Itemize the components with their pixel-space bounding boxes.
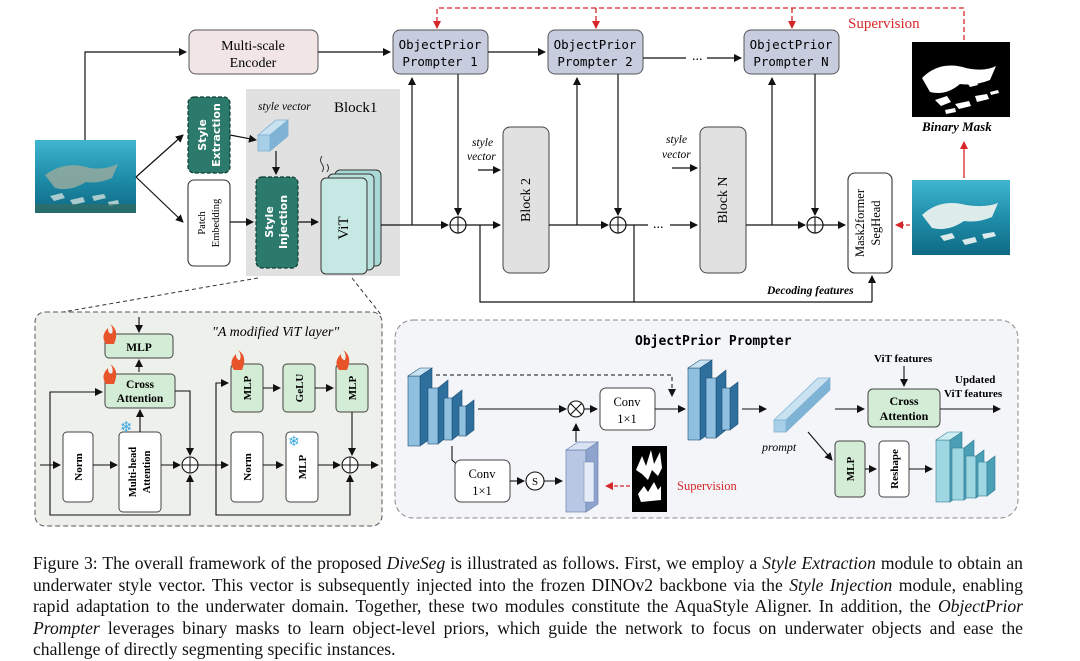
vit-layer-mlp-top-label: MLP bbox=[126, 342, 152, 354]
prompter-n: ObjectPrior Prompter N bbox=[743, 29, 840, 75]
figure-caption: Figure 3: The overall framework of the p… bbox=[33, 553, 1023, 659]
style-vector-label-2b: vector bbox=[467, 151, 496, 163]
binary-mask-label: Binary Mask bbox=[921, 119, 992, 134]
vit-label: ViT bbox=[336, 216, 352, 239]
style-vector-label-nb: vector bbox=[662, 149, 691, 161]
block2-label: Block 2 bbox=[519, 178, 534, 222]
svg-text:Prompter N: Prompter N bbox=[753, 54, 828, 69]
svg-text:ObjectPrior: ObjectPrior bbox=[750, 37, 833, 52]
svg-text:Norm: Norm bbox=[73, 453, 85, 481]
fire-icon bbox=[103, 364, 117, 384]
prompter-1: ObjectPrior Prompter 1 bbox=[392, 29, 489, 75]
vit-layer-mlp-frozen bbox=[285, 431, 319, 503]
fire-icon bbox=[231, 350, 245, 370]
prior-maps bbox=[564, 441, 600, 513]
style-injection-label-2: Injection bbox=[277, 195, 290, 249]
svg-text:Attention: Attention bbox=[117, 393, 164, 405]
fire-icon bbox=[103, 324, 117, 344]
patch-embedding-label-1: Patch bbox=[197, 211, 208, 235]
vit-layer-norm-2 bbox=[230, 431, 264, 503]
prompt-vector bbox=[773, 377, 831, 433]
style-vector-label-2a: style bbox=[472, 137, 493, 149]
supervision-label: Supervision bbox=[848, 16, 920, 32]
caption-figure-label: Figure 3: bbox=[33, 553, 98, 573]
multiscale-encoder-label-1: Multi-scale bbox=[221, 39, 285, 54]
block-ellipsis: ... bbox=[653, 217, 664, 232]
output-feature-maps bbox=[935, 431, 996, 503]
style-extraction-label-2: Extraction bbox=[210, 103, 223, 167]
decoding-features-label: Decoding features bbox=[766, 285, 854, 297]
caption-diveseg: DiveSeg bbox=[386, 553, 446, 573]
sigmoid-label: S bbox=[532, 476, 538, 488]
input-underwater-image bbox=[35, 140, 136, 213]
svg-text:MLP: MLP bbox=[242, 376, 254, 401]
supervision-lines bbox=[433, 7, 965, 40]
output-segmented-image bbox=[912, 180, 1010, 255]
vit-stack bbox=[320, 155, 382, 275]
vit-features-label: ViT features bbox=[874, 353, 933, 365]
style-extraction-box bbox=[187, 96, 231, 174]
svg-text:GeLU: GeLU bbox=[294, 374, 306, 403]
svg-text:1×1: 1×1 bbox=[472, 484, 492, 498]
blockN-box bbox=[699, 126, 747, 274]
prompter-supervision-label: Supervision bbox=[677, 479, 737, 493]
svg-text:Attention: Attention bbox=[142, 451, 153, 494]
svg-text:Cross: Cross bbox=[126, 379, 154, 391]
svg-text:MLP: MLP bbox=[845, 457, 857, 482]
mid-feature-maps bbox=[687, 359, 739, 441]
block1-label: Block1 bbox=[334, 100, 377, 116]
svg-text:Conv: Conv bbox=[613, 395, 641, 409]
block2-box bbox=[502, 126, 550, 274]
style-vector-bar bbox=[256, 119, 290, 152]
fire-icon bbox=[336, 350, 350, 370]
updated-label-1: Updated bbox=[955, 374, 995, 386]
svg-text:Reshape: Reshape bbox=[889, 449, 901, 489]
svg-text:1×1: 1×1 bbox=[617, 412, 637, 426]
svg-text:MLP: MLP bbox=[347, 376, 359, 401]
svg-text:Attention: Attention bbox=[880, 409, 929, 423]
svg-text:ObjectPrior: ObjectPrior bbox=[554, 37, 637, 52]
prompter-ellipsis: ... bbox=[692, 49, 703, 64]
style-vector-italic: style vector bbox=[258, 101, 311, 113]
snowflake-icon: ❄ bbox=[120, 418, 133, 436]
multiscale-encoder-label-2: Encoder bbox=[230, 56, 277, 71]
snowflake-icon: ❄ bbox=[288, 434, 300, 450]
svg-text:Prompter 2: Prompter 2 bbox=[557, 54, 632, 69]
patch-embedding-label-2: Embedding bbox=[211, 198, 222, 247]
framework-diagram: Supervision Binary Mask Multi-scale Enco… bbox=[34, 7, 1019, 527]
vit-layer-multihead-attention bbox=[118, 431, 162, 513]
binary-mask-image bbox=[912, 42, 1010, 117]
input-feature-maps bbox=[407, 367, 475, 447]
prompt-label: prompt bbox=[761, 440, 797, 454]
svg-text:MLP: MLP bbox=[297, 455, 309, 480]
prompter-cross-attention bbox=[867, 388, 941, 428]
svg-text:ObjectPrior: ObjectPrior bbox=[399, 37, 482, 52]
prompter-panel-title: ObjectPrior Prompter bbox=[635, 334, 792, 349]
seghead-box bbox=[847, 172, 893, 274]
svg-text:Multi-head: Multi-head bbox=[128, 447, 139, 497]
svg-text:Norm: Norm bbox=[242, 453, 254, 481]
style-vector-label-na: style bbox=[666, 134, 687, 146]
seghead-label-1: Mask2former bbox=[853, 188, 867, 257]
vit-layer-mlp-top bbox=[104, 333, 174, 359]
prompter-2: ObjectPrior Prompter 2 bbox=[547, 29, 644, 75]
vit-layer-title: "A modified ViT layer" bbox=[212, 325, 339, 340]
svg-text:Conv: Conv bbox=[468, 467, 496, 481]
seghead-label-2: SegHead bbox=[869, 200, 883, 246]
svg-text:Prompter 1: Prompter 1 bbox=[402, 54, 477, 69]
svg-text:Cross: Cross bbox=[889, 394, 918, 408]
style-extraction-label-1: Style bbox=[196, 119, 209, 151]
updated-label-2: ViT features bbox=[944, 388, 1003, 400]
supervision-mask-small bbox=[632, 446, 667, 512]
style-injection-label-1: Style bbox=[263, 206, 276, 238]
vit-layer-norm-1 bbox=[62, 431, 94, 503]
patch-embedding-box bbox=[187, 179, 231, 267]
blockN-label: Block N bbox=[716, 176, 731, 223]
